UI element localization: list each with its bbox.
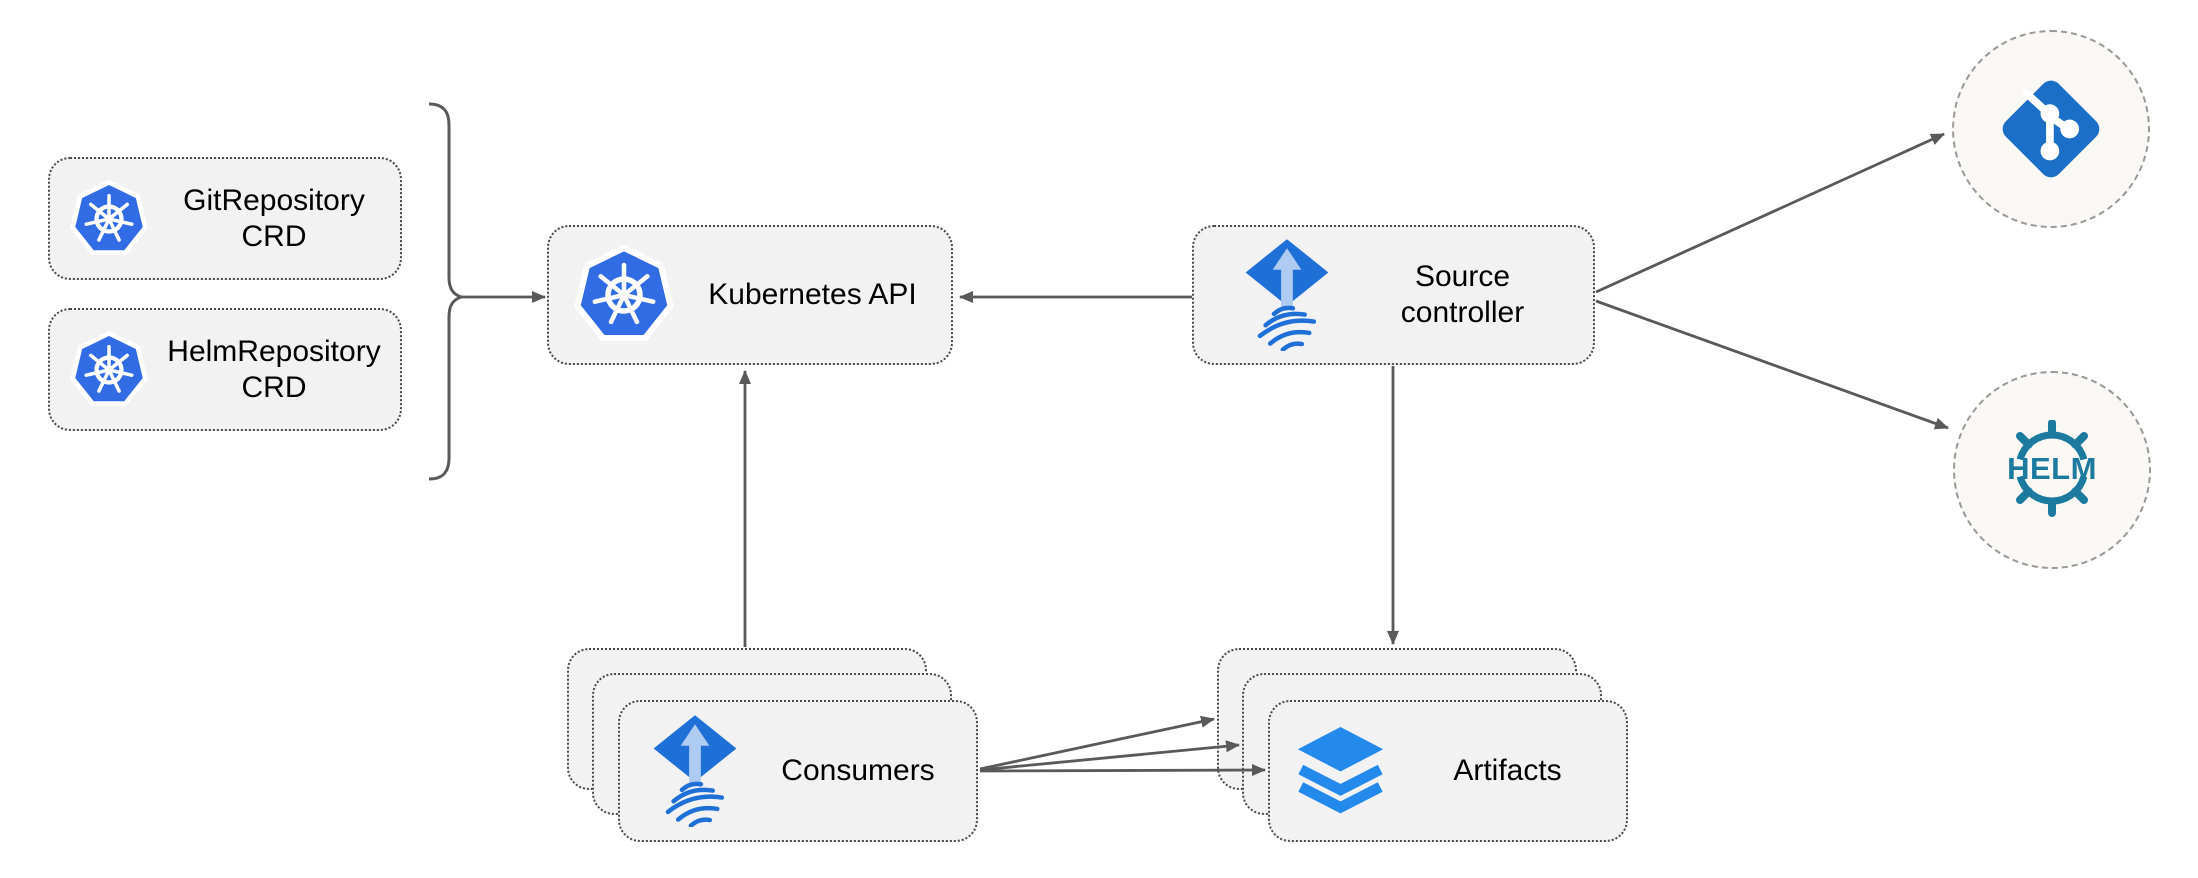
node-gitrepository-crd: GitRepository CRD <box>48 157 402 280</box>
node-kubernetes-api: Kubernetes API <box>547 225 953 365</box>
edge-consumers-to-artifacts-2 <box>979 740 1240 772</box>
helm-logo-text: HELM <box>2007 451 2097 486</box>
group-bracket <box>428 102 466 481</box>
node-label: Artifacts <box>1453 754 1562 787</box>
node-label: Consumers <box>781 754 935 787</box>
node-source-controller: Source controller <box>1192 225 1595 365</box>
external-git-circle <box>1952 30 2150 228</box>
external-helm-circle: HELM <box>1953 371 2151 569</box>
node-consumers: Consumers <box>618 700 978 842</box>
git-icon <box>1996 74 2106 184</box>
node-label: Kubernetes API <box>708 278 917 311</box>
node-helmrepository-crd: HelmRepository CRD <box>48 308 402 431</box>
edge-source-controller-to-git <box>1595 132 1945 294</box>
node-label: GitRepository CRD <box>183 183 365 253</box>
node-label: Source controller <box>1400 260 1525 329</box>
edge-consumers-to-artifacts-1 <box>979 715 1215 771</box>
kubernetes-icon <box>70 330 148 409</box>
flux-icon <box>650 715 740 827</box>
node-label: HelmRepository CRD <box>167 334 381 404</box>
kubernetes-icon <box>70 179 148 258</box>
layers-icon <box>1292 725 1389 818</box>
edge-source-controller-to-helm <box>1595 299 1949 430</box>
kubernetes-icon <box>574 245 674 345</box>
flux-icon <box>1242 239 1332 351</box>
helm-icon: HELM <box>1990 420 2114 520</box>
node-artifacts: Artifacts <box>1268 700 1628 842</box>
